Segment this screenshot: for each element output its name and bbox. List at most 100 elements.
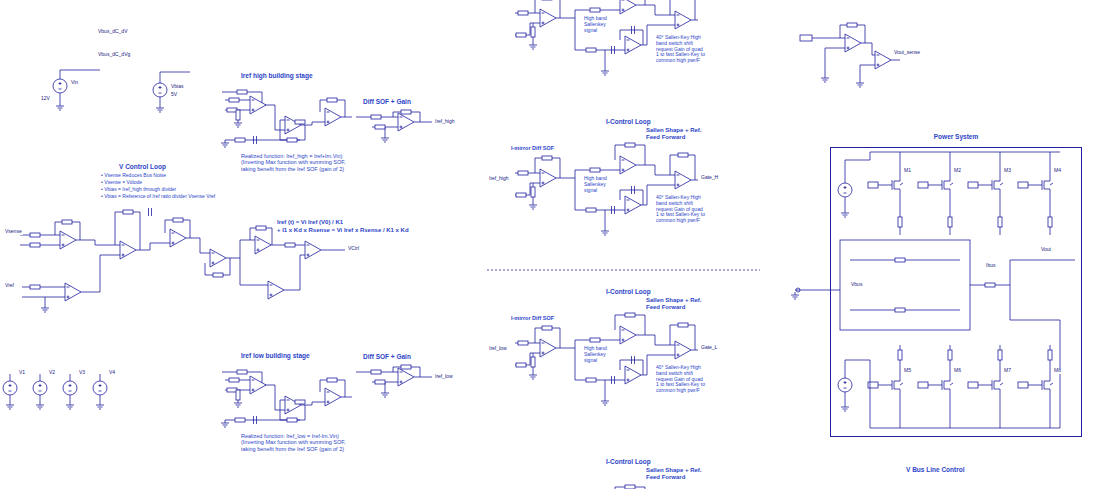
signal-name: Vbus_dC_dV	[97, 29, 128, 35]
component-symbol	[895, 308, 905, 312]
section-heading: + I1 x Kd x Rsense = Vi Iref x Rsense / …	[276, 227, 410, 234]
signal-name: M1	[903, 168, 912, 174]
signal-name: 5V	[170, 92, 178, 98]
component-symbol	[356, 365, 432, 397]
signal-name: Gate_H	[700, 175, 719, 181]
outline-rect	[968, 382, 978, 388]
component-symbol	[875, 51, 891, 69]
terminal-circle	[796, 288, 800, 292]
note-text: 40° Sallen-Key High band switch shift re…	[655, 195, 707, 224]
component-symbol	[936, 375, 953, 395]
wire-path	[795, 152, 1075, 428]
component-symbol	[65, 283, 81, 301]
signal-name: Iref_low	[488, 346, 508, 352]
component-symbol	[1036, 175, 1053, 195]
section-heading: I-mirror Diff SOF	[510, 315, 555, 321]
component-symbol	[153, 83, 167, 97]
signal-name: Iref_high	[434, 119, 455, 125]
signal-name: M2	[953, 168, 962, 174]
component-symbol	[56, 103, 64, 110]
component-symbol	[986, 175, 1003, 195]
component-symbol	[3, 381, 17, 395]
component-symbol	[356, 110, 432, 142]
component-symbol	[30, 285, 40, 289]
component-symbol	[53, 79, 67, 93]
signal-name: V2	[48, 370, 56, 376]
component-symbol	[948, 217, 952, 227]
component-symbol	[898, 217, 902, 227]
component-symbol	[305, 241, 321, 259]
note-text: • Vsense = Vdiode	[100, 180, 143, 186]
note-text: • Vbias = Iref_high through divider	[100, 187, 177, 193]
component-symbol	[36, 402, 44, 409]
component-symbol	[936, 175, 953, 195]
outline-rect	[918, 182, 928, 188]
outline-rect	[840, 240, 970, 330]
component-symbol	[173, 218, 183, 222]
component-symbol	[986, 375, 1003, 395]
component-symbol	[821, 75, 829, 82]
component-symbol	[149, 208, 152, 216]
component-symbol	[96, 402, 104, 409]
signal-name: Gate_L	[700, 345, 718, 351]
signal-name: M4	[1053, 168, 1062, 174]
wire-path	[20, 212, 345, 305]
component-symbol	[838, 183, 852, 197]
component-symbol	[6, 402, 14, 409]
signal-name: M5	[903, 368, 912, 374]
component-symbol	[841, 210, 849, 217]
note-text: High band Sallenkey signal	[583, 176, 617, 193]
signal-name: Iref_high	[488, 176, 509, 182]
note-text: 40° Sallen-Key High band switch shift re…	[655, 365, 707, 394]
outline-rect	[968, 182, 978, 188]
component-symbol	[998, 350, 1002, 360]
section-heading: Sallen Shape + Ref. Feed Forward	[645, 467, 707, 481]
component-symbol	[221, 90, 352, 147]
component-symbol	[985, 283, 995, 287]
signal-name: M6	[953, 368, 962, 374]
signal-name: Vbus_dC_dVg	[97, 52, 131, 58]
component-symbol	[1048, 350, 1052, 360]
section-heading: Power System	[831, 133, 1081, 140]
signal-name: V3	[78, 370, 86, 376]
signal-name: Vout	[1040, 247, 1052, 253]
section-heading: I-mirror Diff SOF	[510, 145, 555, 151]
system-outline: Power System	[830, 147, 1082, 437]
signal-name: Vsense	[4, 229, 23, 235]
component-symbol	[41, 305, 49, 312]
signal-name: VCtrl	[347, 246, 360, 252]
signal-name: 12V	[40, 96, 51, 102]
signal-name: M3	[1003, 168, 1012, 174]
outline-rect	[868, 182, 878, 188]
component-symbol	[255, 236, 271, 254]
section-heading: I-Control Loop	[605, 288, 652, 295]
component-symbol	[948, 350, 952, 360]
component-symbol	[998, 217, 1002, 227]
component-symbol	[210, 249, 226, 267]
component-symbol	[256, 226, 266, 230]
section-heading: Iref high building stage	[240, 72, 314, 79]
outline-rect	[1018, 382, 1028, 388]
component-symbol	[62, 220, 72, 224]
signal-name: Vbias	[170, 84, 185, 90]
component-symbol	[170, 229, 186, 247]
signal-name: Iref_low	[434, 374, 454, 380]
component-symbol	[895, 258, 905, 262]
signal-name: M8	[1053, 368, 1062, 374]
note-text: High band Sallenkey signal	[583, 16, 617, 33]
component-symbol	[1048, 217, 1052, 227]
note-text: Realized function: Iref_low = Iref-Im.Vi…	[240, 433, 354, 452]
component-symbol	[791, 292, 799, 299]
signal-name: V4	[108, 370, 116, 376]
component-symbol	[856, 80, 864, 87]
component-symbol	[515, 485, 698, 489]
component-symbol	[898, 350, 902, 360]
component-symbol	[841, 404, 849, 411]
section-heading: Iref low building stage	[240, 352, 311, 359]
component-symbol	[838, 378, 852, 392]
component-symbol	[33, 381, 47, 395]
component-symbol	[123, 210, 133, 214]
component-symbol	[156, 105, 164, 112]
section-heading: Diff SOF + Gain	[362, 353, 412, 360]
